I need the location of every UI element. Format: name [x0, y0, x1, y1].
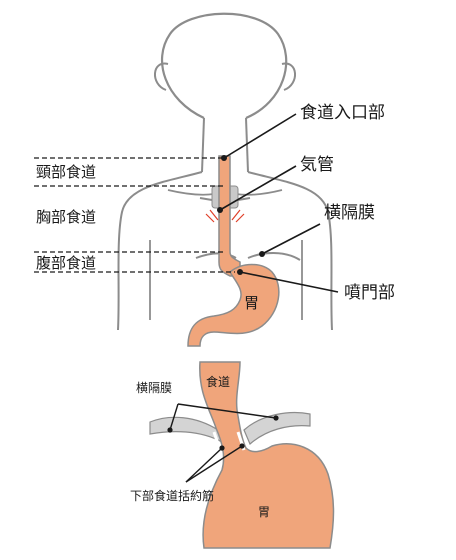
leader-sphincter-right: [185, 445, 243, 483]
label-trachea: 気管: [300, 155, 334, 175]
torso-left: [117, 171, 203, 331]
dot-cardia: [237, 269, 243, 275]
dot-sphincter-left: [219, 445, 225, 451]
dot-sphincter-right: [239, 443, 245, 449]
label-abdominal-esophagus: 腹部食道: [36, 254, 96, 272]
neck-right: [245, 117, 249, 173]
torso-right: [247, 171, 333, 331]
right-ear: [281, 62, 296, 91]
right-diaphragm-band: [243, 411, 311, 445]
dot-lower-diaphragm-right: [273, 415, 279, 421]
trachea-bronchi: [199, 197, 251, 201]
left-ear: [154, 62, 169, 91]
label-diaphragm: 横隔膜: [324, 203, 375, 223]
upper-diagram: 頸部食道 胸部食道 腹部食道 食道入口部 気管 横隔膜 噴門部 胃: [34, 12, 395, 347]
leader-lower-diaphragm-right: [177, 403, 277, 419]
leader-trachea: [219, 165, 297, 211]
leader-diaphragm: [261, 223, 321, 255]
diaphragm-line: [195, 252, 301, 261]
dot-esophagus-entrance: [221, 155, 227, 161]
head-outline: [160, 12, 288, 120]
neck-left: [201, 117, 205, 173]
lower-diagram: 食道 横隔膜 下部食道括約筋 胃: [130, 361, 335, 549]
lower-esophagus-stomach: [199, 361, 335, 549]
label-stomach: 胃: [244, 294, 259, 312]
leader-cardia: [239, 271, 339, 293]
pressure-arrows-icon: [205, 209, 245, 223]
leader-lower-diaphragm-left: [169, 403, 179, 431]
label-cardia: 噴門部: [344, 283, 395, 303]
upper-stomach: [187, 263, 280, 347]
right-clavicle: [235, 189, 283, 196]
upper-esophagus: [218, 155, 241, 277]
label-lower-stomach: 胃: [258, 505, 270, 519]
label-lower-diaphragm: 横隔膜: [136, 381, 172, 395]
left-diaphragm-band: [149, 416, 224, 444]
left-clavicle: [167, 189, 215, 196]
leader-sphincter-left: [185, 447, 223, 483]
dot-diaphragm: [259, 251, 265, 257]
dot-trachea: [217, 207, 223, 213]
label-lower-esophagus: 食道: [206, 374, 230, 389]
label-thoracic-esophagus: 胸部食道: [36, 208, 96, 226]
label-esophagus-entrance: 食道入口部: [300, 103, 385, 123]
dot-lower-diaphragm-left: [167, 427, 173, 433]
label-cervical-esophagus: 頸部食道: [36, 163, 96, 181]
label-lower-sphincter: 下部食道括約筋: [130, 488, 214, 503]
leader-esophagus-entrance: [223, 113, 297, 159]
